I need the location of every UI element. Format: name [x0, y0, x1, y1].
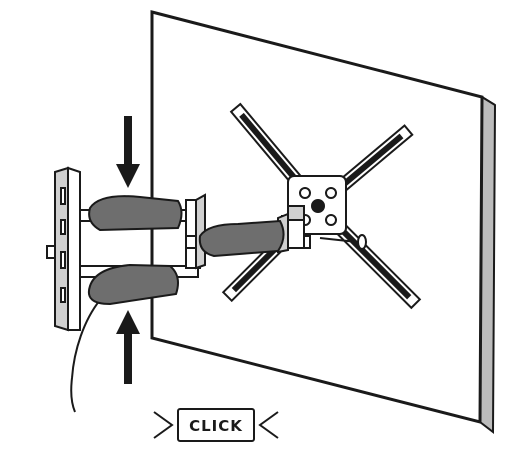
lock-pin: [319, 234, 367, 250]
click-label: CLICK: [153, 408, 279, 442]
power-cable: [70, 299, 101, 413]
click-text: CLICK: [189, 417, 243, 435]
articulating-arm: [79, 193, 311, 306]
click-chevron-right: [258, 411, 279, 439]
arrow-up-icon: [116, 310, 140, 384]
arm-grips: [88, 195, 285, 306]
lower-grip: [88, 263, 179, 306]
vesa-bracket: [221, 102, 422, 310]
click-chevron-left: [153, 411, 174, 439]
click-box: [177, 408, 255, 442]
wall-plate: [46, 166, 81, 332]
arrow-down-icon: [116, 116, 140, 188]
upper-grip: [88, 195, 183, 232]
forearm-grip: [198, 219, 285, 258]
